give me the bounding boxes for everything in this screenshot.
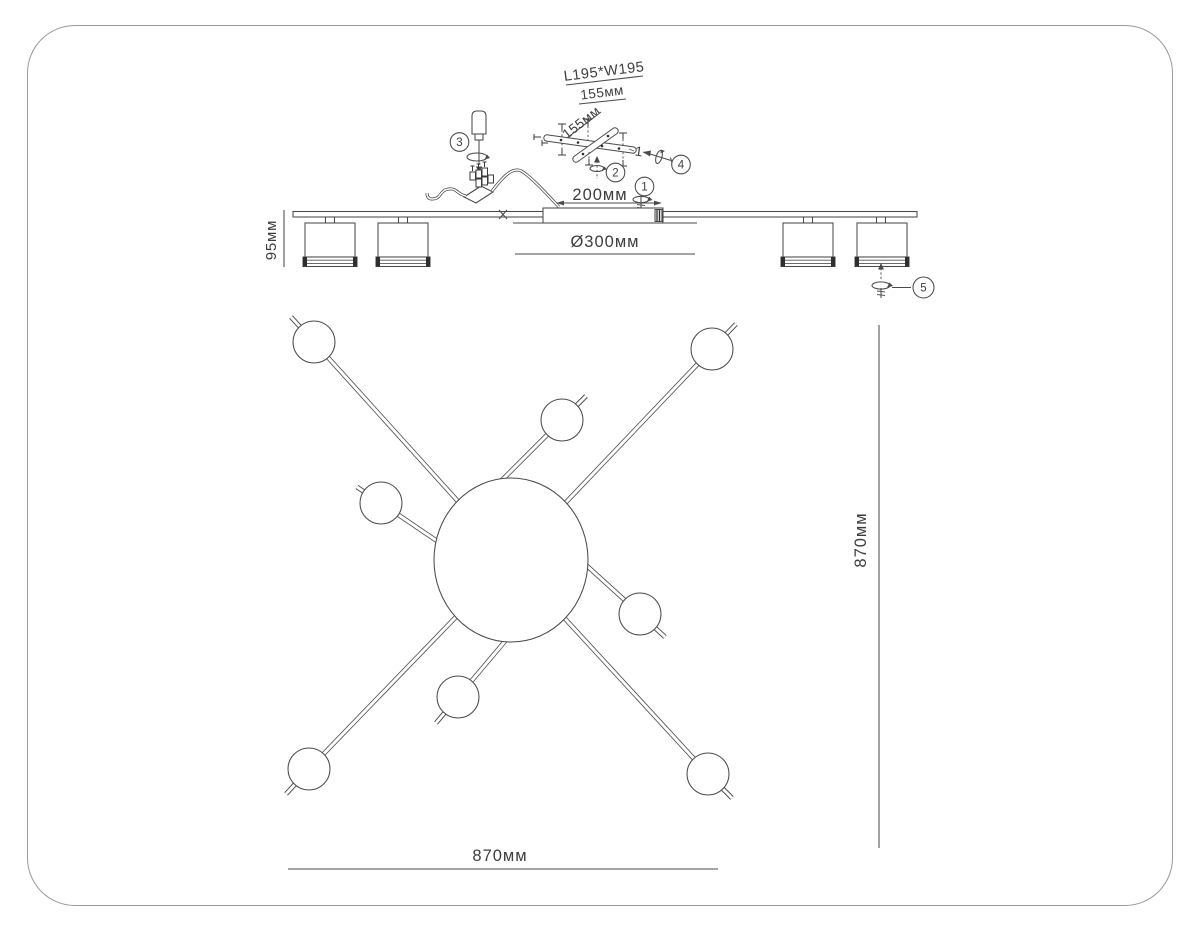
rotate-icon-2	[589, 156, 607, 179]
bar-break-mark	[498, 209, 508, 220]
depth-dimension-label: 870мм	[852, 512, 870, 567]
bracket-screws	[533, 118, 627, 167]
callout-3: 3	[449, 132, 470, 152]
svg-text:2: 2	[612, 168, 618, 180]
bracket-plate-underline	[565, 75, 644, 86]
lamp-shade-4	[854, 216, 910, 268]
svg-text:1: 1	[641, 182, 647, 194]
lamp-shade-3	[780, 216, 836, 268]
body-length-dimension	[556, 200, 662, 206]
terminal-block	[462, 161, 495, 204]
page-border	[27, 25, 1173, 906]
exploded-view: L195*W195 155мм 155мм	[425, 59, 691, 210]
svg-text:3: 3	[456, 137, 462, 149]
callout-4: 4	[671, 154, 691, 175]
body-length-label: 200мм	[572, 186, 627, 204]
screw-icon-4	[643, 149, 673, 164]
svg-text:5: 5	[920, 283, 926, 295]
bracket-length-underline	[578, 98, 627, 105]
part-marker-text: 1	[634, 144, 644, 160]
wire-right	[490, 168, 561, 209]
side-view: 95мм	[263, 186, 935, 299]
callout-2: 2	[605, 162, 626, 183]
screwdriver-icon	[466, 110, 490, 173]
central-canopy-circle	[433, 477, 589, 643]
callout-1: 1	[634, 176, 655, 197]
screw-icon-5	[871, 263, 893, 298]
bracket-length-label: 155мм	[580, 82, 625, 102]
wire-left	[425, 187, 467, 201]
lamp-heads	[287, 320, 734, 796]
lamp-shade-2	[375, 216, 431, 268]
svg-text:4: 4	[678, 160, 685, 172]
bracket-width-underline	[562, 111, 602, 142]
canopy-body	[542, 207, 664, 224]
bracket-width-label: 155мм	[560, 103, 604, 142]
mounting-bracket	[543, 127, 637, 163]
callout-5: 5	[912, 276, 935, 299]
height-dimension-label: 95мм	[263, 220, 280, 261]
width-dimension-label: 870мм	[472, 847, 527, 865]
top-view: 870мм 870мм	[284, 315, 880, 870]
canopy-diameter-label: Ø300мм	[570, 233, 639, 251]
lamp-shade-1	[302, 216, 358, 268]
